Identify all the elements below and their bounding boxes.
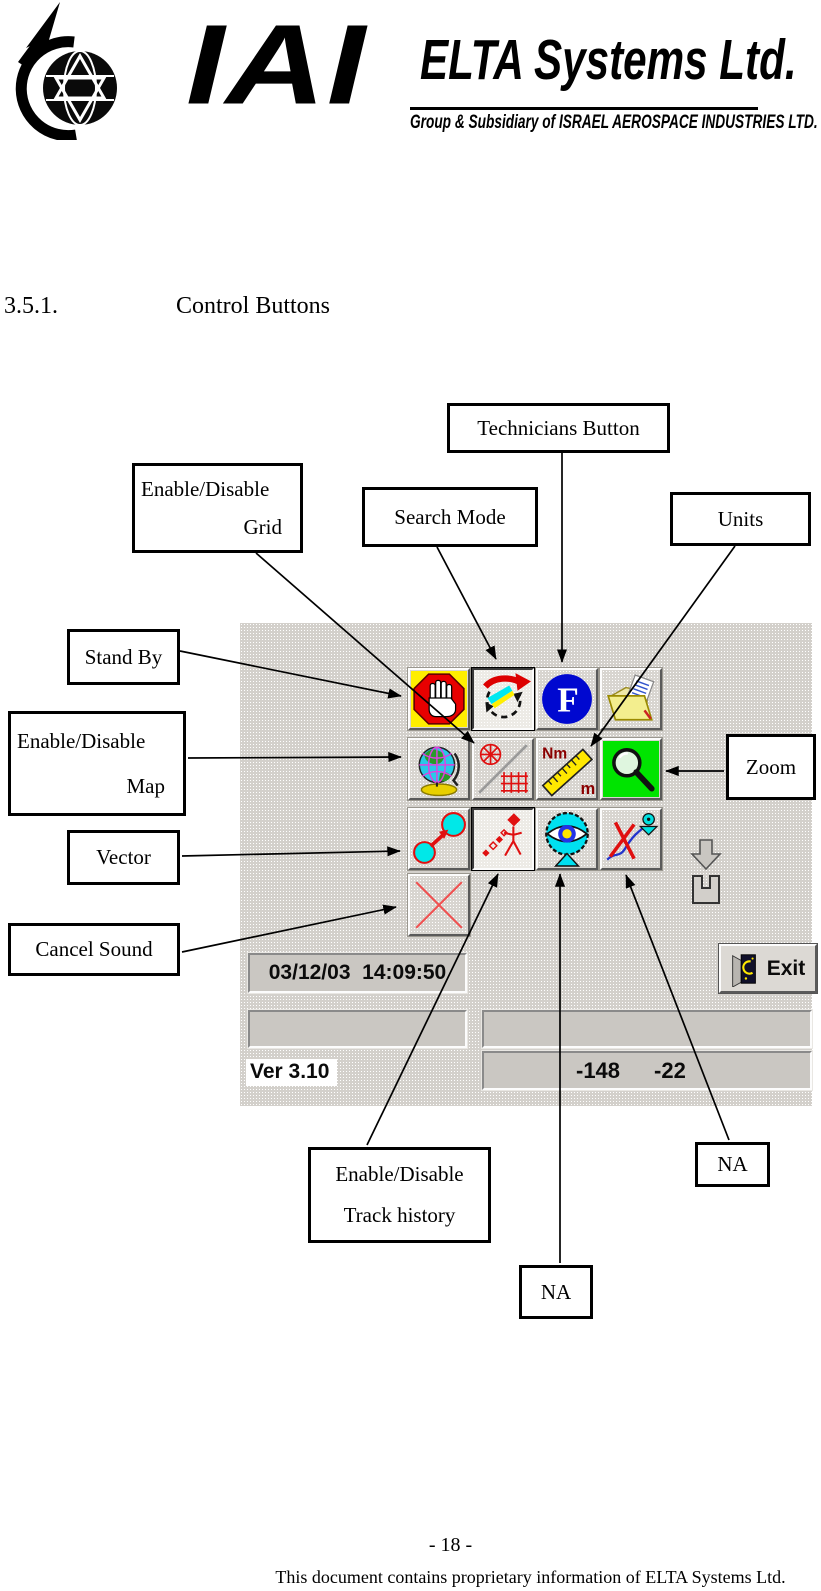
company-logo: IAI ELTA Systems Ltd. Group & Subsidiary…: [0, 0, 818, 150]
callout-map-line1: Enable/Disable: [17, 728, 146, 753]
ruler-m-label: m: [580, 779, 595, 797]
page-number: - 18 -: [428, 1534, 473, 1556]
stand-by-hand-icon: [411, 671, 467, 727]
grid-button[interactable]: [471, 737, 535, 801]
callout-cancel-sound: Cancel Sound: [8, 923, 180, 976]
callout-track-line2: Track history: [343, 1203, 456, 1228]
version-label: Ver 3.10: [246, 1059, 338, 1086]
cancel-x-icon: [415, 881, 463, 929]
coordinate-y-value: -22: [654, 1057, 686, 1083]
technicians-letter: F: [557, 680, 579, 719]
callout-map-line2: Map: [126, 774, 166, 799]
callout-units: Units: [670, 492, 811, 546]
callout-track-line1: Enable/Disable: [335, 1162, 464, 1187]
track-history-button[interactable]: [471, 807, 535, 871]
search-mode-icon: [483, 673, 531, 719]
eye-icon: [545, 811, 589, 867]
eye-watch-button[interactable]: [535, 807, 599, 871]
callout-vector: Vector: [67, 830, 180, 885]
coordinate-x-value: -148: [576, 1057, 621, 1083]
logo-subtitle: Group & Subsidiary of ISRAEL AEROSPACE I…: [410, 112, 818, 133]
callout-enable-disable-track-history: Enable/Disable Track history: [308, 1147, 491, 1243]
callout-technicians-button: Technicians Button: [447, 403, 670, 453]
vector-icon: [413, 812, 466, 864]
logo-company-name: ELTA Systems Ltd.: [420, 28, 797, 92]
logo-iai-text: IAI: [186, 0, 367, 128]
exit-button[interactable]: Exit: [718, 943, 818, 994]
track-history-figure-icon: [482, 813, 522, 857]
callout-search-mode: Search Mode: [362, 487, 538, 547]
files-folder-icon: [607, 674, 655, 721]
callout-enable-disable-grid: Enable/Disable Grid: [132, 463, 303, 553]
control-panel: F: [240, 623, 818, 1106]
zoom-button[interactable]: [599, 737, 663, 801]
callout-grid-line1: Enable/Disable: [141, 476, 270, 501]
na-crossed-track-icon: [606, 812, 659, 861]
status-bar-left: [247, 1009, 468, 1049]
ruler-nm-label: Nm: [542, 746, 567, 763]
callout-enable-disable-map: Enable/Disable Map: [8, 711, 186, 816]
exit-label: Exit: [766, 956, 806, 980]
section-number: 3.5.1.: [4, 293, 58, 319]
section-title: Control Buttons: [176, 293, 331, 319]
datetime-display: 03/12/03 14:09:50: [247, 952, 468, 994]
grid-compass-icon: [478, 743, 528, 794]
proprietary-notice: This document contains proprietary infor…: [275, 1567, 786, 1587]
technicians-f-icon: F: [542, 674, 592, 724]
vector-button[interactable]: [407, 807, 471, 871]
exit-door-icon: [731, 953, 756, 987]
callout-na-center: NA: [519, 1265, 593, 1319]
map-globe-icon: [418, 746, 460, 797]
search-mode-button[interactable]: [471, 667, 535, 731]
files-button[interactable]: [599, 667, 663, 731]
units-ruler-icon: Nm m: [541, 746, 595, 797]
callout-grid-line2: Grid: [243, 514, 283, 539]
zoom-magnifier-icon: [603, 741, 659, 797]
download-save-icon[interactable]: [688, 838, 724, 906]
callout-zoom: Zoom: [726, 734, 816, 800]
technicians-button[interactable]: F: [535, 667, 599, 731]
callout-na-right: NA: [695, 1142, 770, 1187]
iai-globe-rocket-icon: [15, 2, 117, 142]
na-track-button[interactable]: [599, 807, 663, 871]
logo-divider: [410, 107, 758, 110]
map-button[interactable]: [407, 737, 471, 801]
cancel-sound-button[interactable]: [407, 873, 471, 937]
coordinates-bar: -148 -22: [481, 1050, 813, 1091]
callout-stand-by: Stand By: [67, 629, 180, 685]
stand-by-button[interactable]: [407, 667, 471, 731]
status-bar-right: [481, 1009, 813, 1049]
units-button[interactable]: Nm m: [535, 737, 599, 801]
